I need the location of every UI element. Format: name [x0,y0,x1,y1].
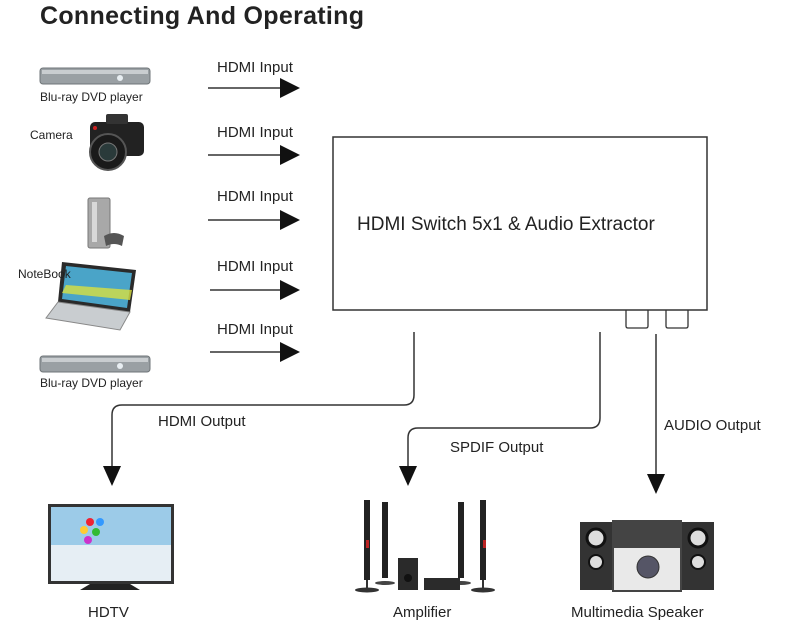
hdmi-output-arrowhead [103,466,121,486]
notebook-icon [45,262,136,331]
hdmi-output-line [111,332,415,468]
output-device-label: HDTV [88,604,129,621]
audio-output-arrowhead [647,474,665,494]
input-arrows [208,78,300,362]
device-label: Camera [30,128,73,142]
bluray-player-icon [39,355,151,373]
audio-port-icon [665,310,689,329]
input-connection-label: HDMI Input [217,124,293,141]
output-connection-label: AUDIO Output [664,417,761,434]
device-label: NoteBook [18,267,71,281]
output-device-label: Amplifier [393,604,452,621]
output-connection-label: SPDIF Output [450,439,544,456]
device-label: Blu-ray DVD player [40,376,143,390]
spdif-output-line [407,332,601,468]
bluray-player-icon [39,67,151,85]
input-connection-label: HDMI Input [217,321,293,338]
switch-box-label: HDMI Switch 5x1 & Audio Extractor [357,214,655,235]
device-label: Blu-ray DVD player [40,90,143,104]
switch-box [332,136,708,311]
output-device-label: Multimedia Speaker [571,604,704,621]
amplifier-icon [355,500,495,593]
page-title: Connecting And Operating [40,2,365,30]
spdif-output-arrowhead [399,466,417,486]
arrowhead-2 [280,145,300,165]
input-connection-label: HDMI Input [217,59,293,76]
input-connection-label: HDMI Input [217,258,293,275]
speaker-icon [580,520,714,592]
input-connection-label: HDMI Input [217,188,293,205]
arrowhead-5 [280,342,300,362]
output-connection-label: HDMI Output [158,413,246,430]
arrowhead-4 [280,280,300,300]
game-console-icon [87,197,124,249]
spdif-port-icon [625,310,649,329]
camera-icon [89,114,144,171]
arrowhead-3 [280,210,300,230]
hdtv-icon [48,504,174,590]
arrowhead-1 [280,78,300,98]
